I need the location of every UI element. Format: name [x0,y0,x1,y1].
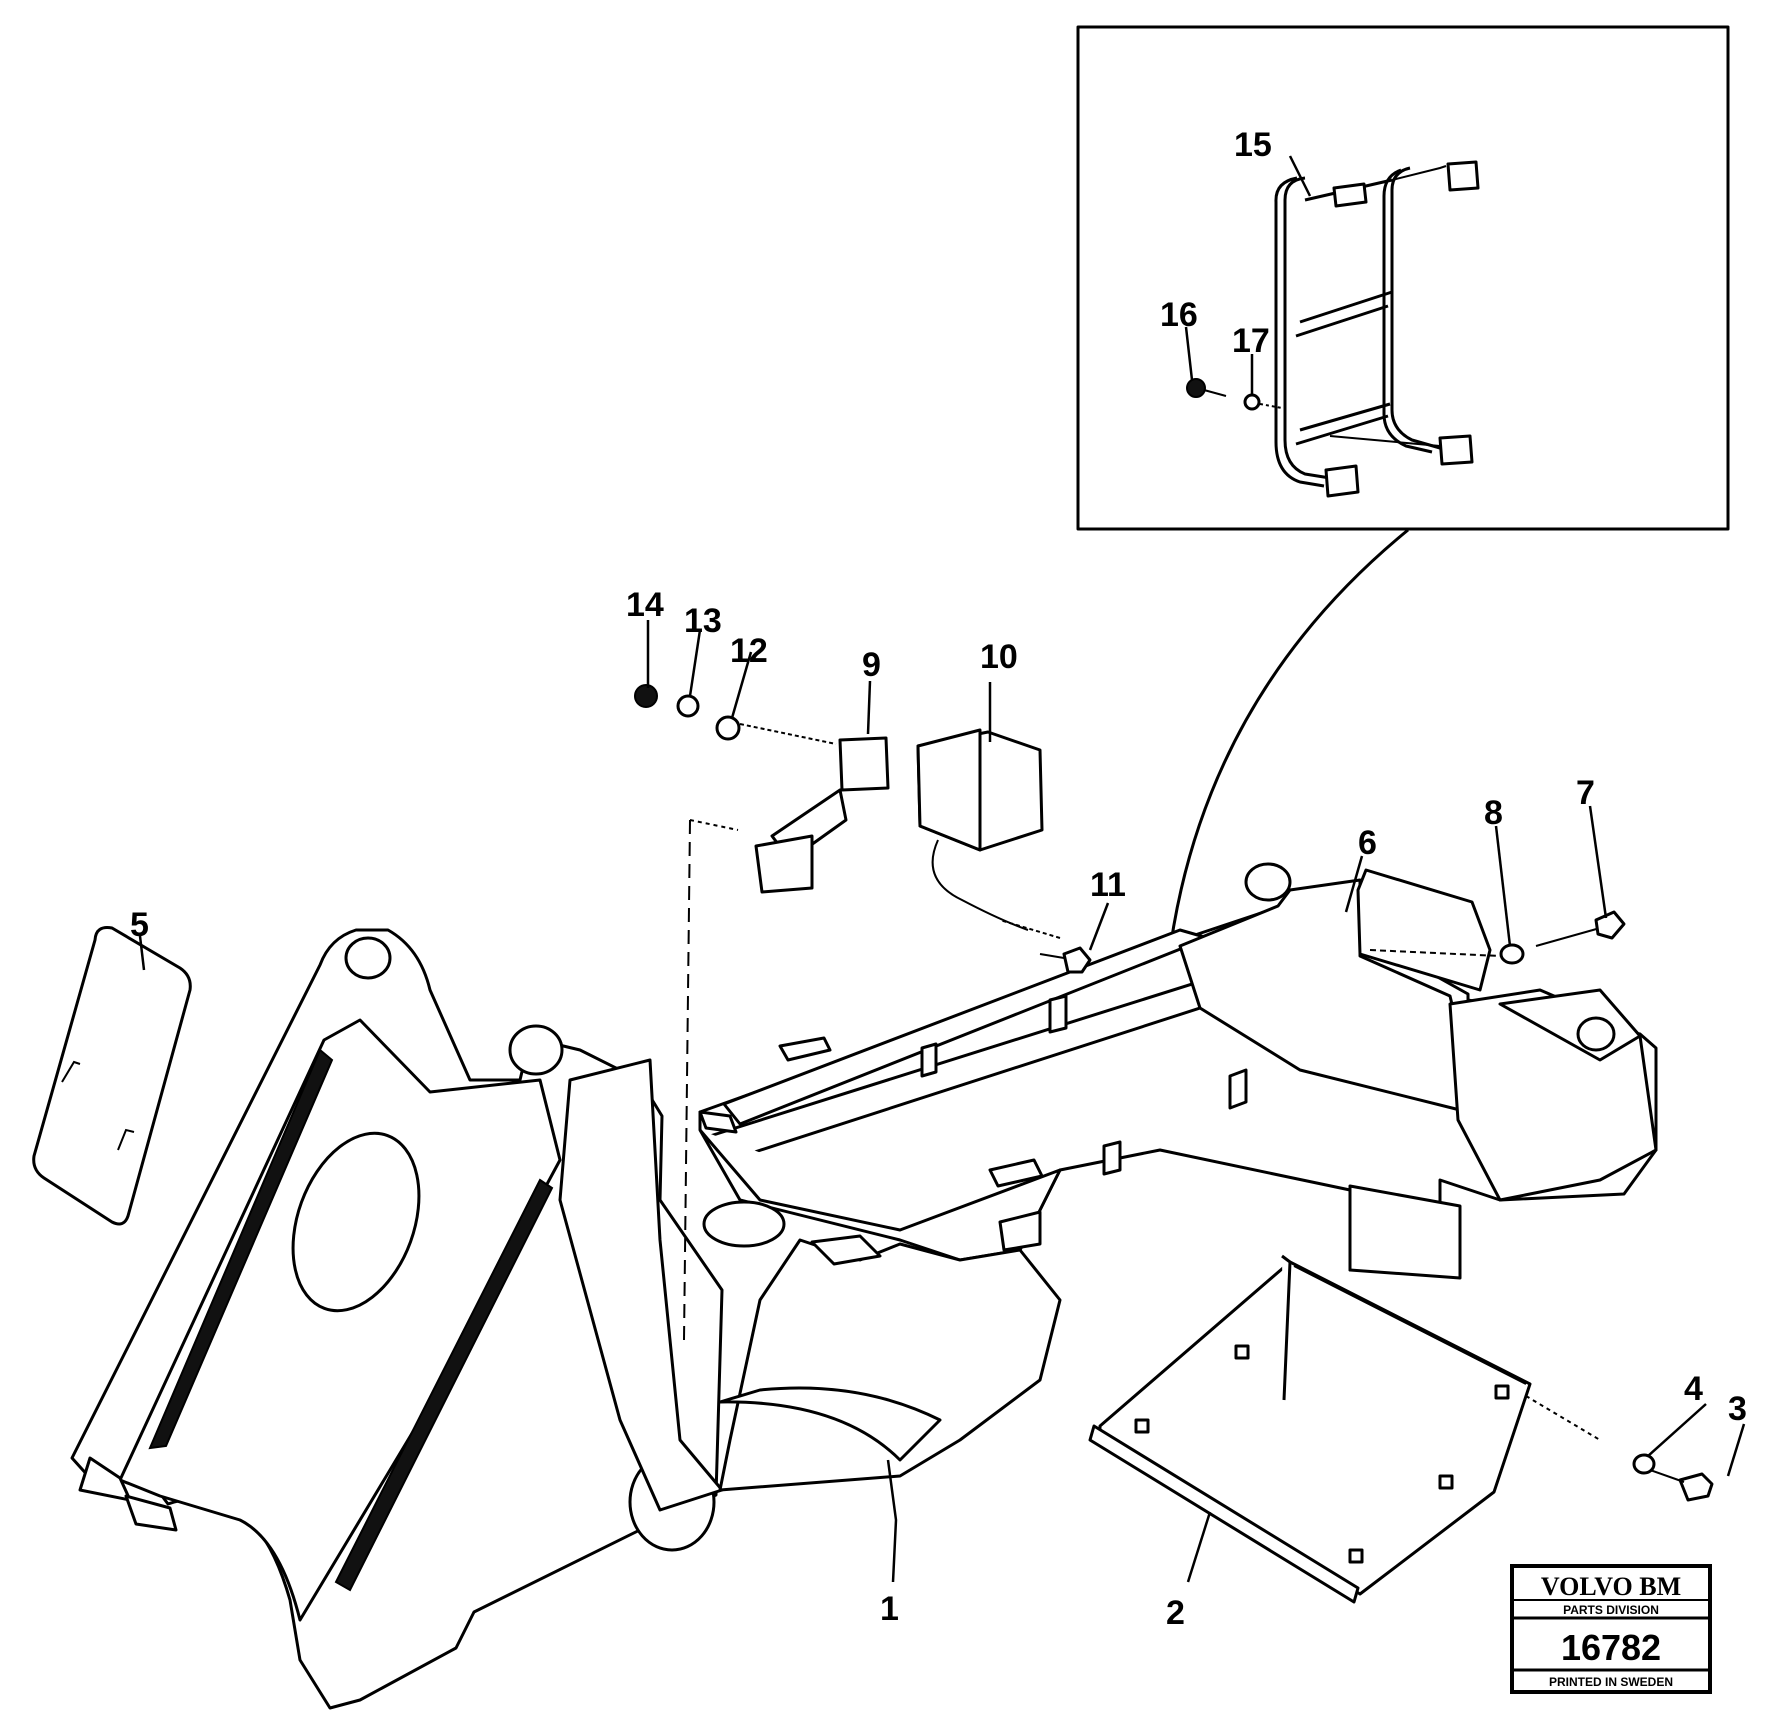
inset-detail [1076,25,1730,531]
callout-10: 10 [980,638,1018,676]
callout-13: 13 [684,602,722,640]
stamp-brand: VOLVO BM [1541,1572,1681,1601]
callout-3: 3 [1728,1390,1747,1428]
part-3-bolt [1649,1469,1714,1502]
callout-5: 5 [130,906,149,944]
part-11-bolt [1039,946,1092,974]
part-9-bracket [754,736,890,894]
callout-14: 14 [626,586,664,624]
callout-15: 15 [1234,126,1272,164]
part-12-washer [715,715,741,741]
part-13-washer [676,694,700,718]
part-14-nut [634,684,658,708]
part-1-front-frame [70,928,724,1710]
part-4-washer [1632,1453,1656,1475]
stamp-division: PARTS DIVISION [1563,1603,1659,1617]
part-7-bolt [1535,910,1626,947]
callout-9: 9 [862,646,881,684]
stamp-number: 16782 [1561,1627,1661,1668]
callout-12: 12 [730,632,768,670]
callout-4: 4 [1684,1370,1703,1408]
part-10-box [916,728,1044,931]
callout-17: 17 [1232,322,1270,360]
part-8-washer [1499,943,1525,965]
part-6-rear-frame [698,862,1658,1492]
callout-11: 11 [1090,866,1126,904]
volvo-bm-stamp: VOLVO BM PARTS DIVISION 16782 PRINTED IN… [1510,1564,1712,1694]
callout-2: 2 [1166,1594,1185,1632]
callout-1: 1 [880,1590,899,1628]
ladder [1283,176,1331,480]
callout-8: 8 [1484,794,1503,832]
callout-6: 6 [1358,824,1377,862]
callout-7: 7 [1576,774,1595,812]
callout-16: 16 [1160,296,1198,334]
stamp-footer: PRINTED IN SWEDEN [1549,1675,1673,1689]
part-2-bottom-cover [1088,1254,1601,1604]
part-5-cover-plate [32,926,192,1226]
